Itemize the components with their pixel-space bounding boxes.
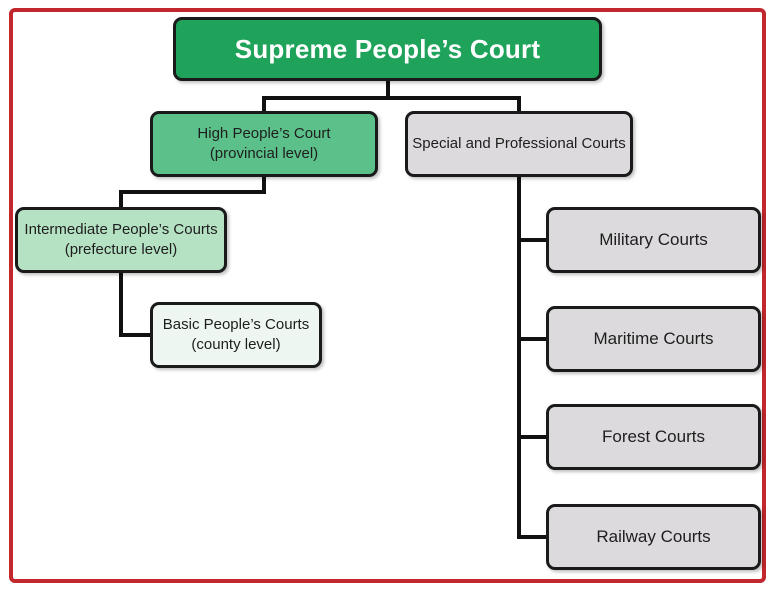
node-label: Maritime Courts bbox=[593, 329, 714, 348]
node-label: Basic People’s Courts bbox=[162, 316, 310, 333]
node-label: Forest Courts bbox=[602, 427, 705, 446]
node-sublabel: (provincial level) bbox=[209, 145, 319, 162]
edge-intermediate-to-basic bbox=[119, 271, 152, 337]
node-intermediate-peoples-courts: Intermediate People’s Courts (prefecture… bbox=[15, 207, 227, 273]
node-sublabel: (county level) bbox=[191, 336, 281, 353]
node-maritime-courts: Maritime Courts bbox=[546, 306, 761, 372]
node-high-peoples-court: High People’s Court (provincial level) bbox=[150, 111, 378, 177]
node-forest-courts: Forest Courts bbox=[546, 404, 761, 470]
node-basic-peoples-courts: Basic People’s Courts (county level) bbox=[150, 302, 322, 368]
diagram-frame bbox=[9, 8, 766, 583]
edge-high-to-intermediate bbox=[119, 175, 266, 209]
node-label: Military Courts bbox=[599, 230, 708, 249]
node-military-courts: Military Courts bbox=[546, 207, 761, 273]
node-label: Intermediate People’s Courts bbox=[24, 221, 218, 238]
node-label: Supreme People’s Court bbox=[234, 34, 541, 64]
node-railway-courts: Railway Courts bbox=[546, 504, 761, 570]
node-supreme-peoples-court: Supreme People’s Court bbox=[173, 17, 602, 81]
node-label: Special and Professional Courts bbox=[412, 135, 626, 152]
node-label: High People’s Court bbox=[197, 125, 331, 142]
edge-supreme-to-special bbox=[386, 96, 521, 113]
node-sublabel: (prefecture level) bbox=[64, 241, 178, 258]
node-special-and-professional-courts: Special and Professional Courts bbox=[405, 111, 633, 177]
edge-supreme-to-high bbox=[262, 79, 390, 113]
node-label: Railway Courts bbox=[596, 527, 711, 546]
